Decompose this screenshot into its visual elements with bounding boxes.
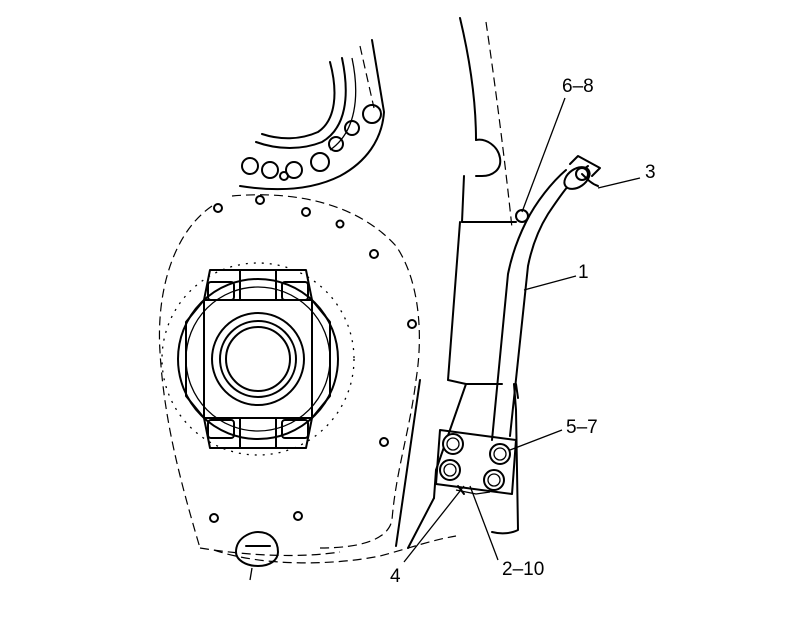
cover-bolt-holes xyxy=(209,195,417,523)
callout-6-8: 6–8 xyxy=(562,76,594,97)
callout-2-10: 2–10 xyxy=(502,559,544,580)
callout-4: 4 xyxy=(390,566,401,587)
tube-mounting-bracket xyxy=(435,429,517,495)
callout-1: 1 xyxy=(578,262,589,283)
upper-bearing-housing xyxy=(239,39,385,191)
lower-pulley xyxy=(235,531,279,581)
dipstick-tube xyxy=(491,155,601,441)
timing-cover-outline xyxy=(158,194,457,564)
callout-3: 3 xyxy=(645,162,656,183)
crankshaft-seal-hub xyxy=(161,262,355,456)
engine-block-edge xyxy=(395,17,519,549)
leader-lines xyxy=(403,97,641,563)
callout-5-7: 5–7 xyxy=(566,417,598,438)
